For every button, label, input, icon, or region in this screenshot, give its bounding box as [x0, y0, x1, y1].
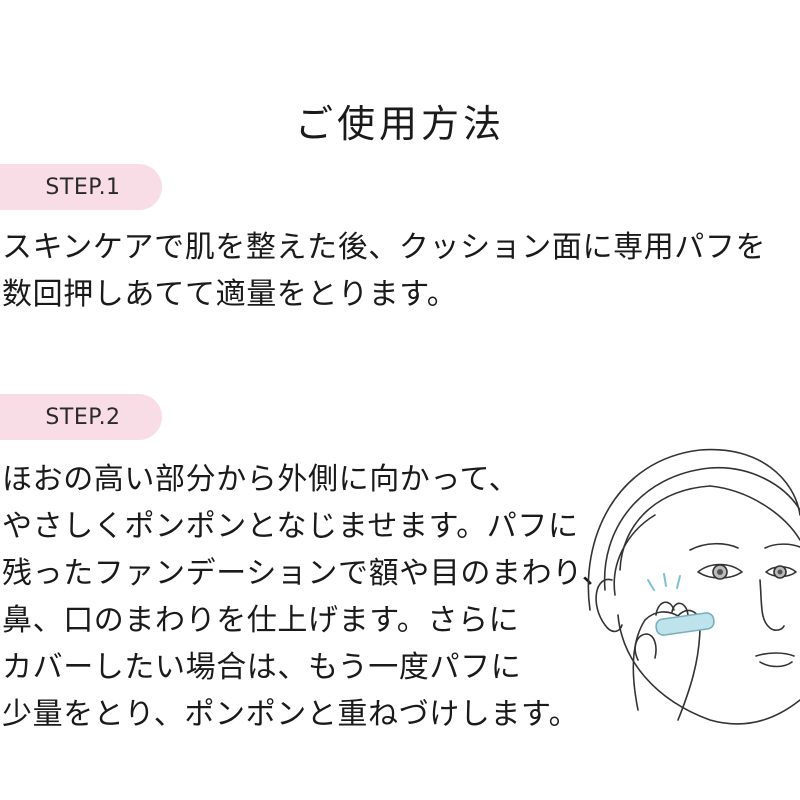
step-1-text: スキンケアで肌を整えた後、クッション面に専用パフを 数回押しあてて適量をとります…	[2, 224, 766, 318]
step-2-line: 残ったファンデーションで額や目のまわり、	[2, 556, 613, 591]
right-eyebrow	[764, 543, 800, 549]
jaw-line	[617, 614, 800, 725]
hair-strand	[603, 466, 800, 591]
left-eyebrow	[689, 542, 739, 551]
mouth	[755, 652, 795, 657]
lower-lip	[759, 661, 793, 668]
face-contour	[709, 485, 800, 541]
hair-strand	[619, 485, 711, 571]
right-eye	[765, 565, 797, 578]
finger	[671, 602, 689, 616]
step-2-line: カバーしたい場合は、もう一度パフに	[2, 650, 522, 685]
tap-motion-lines	[647, 573, 681, 591]
step-2-text: ほおの高い部分から外側に向かって、 やさしくポンポンとなじませます。パフに 残っ…	[2, 456, 612, 738]
step-2-line: ほおの高い部分から外側に向かって、	[2, 462, 520, 497]
face-applying-puff-illustration	[587, 448, 800, 725]
left-eye	[697, 563, 743, 579]
puff	[655, 612, 715, 636]
hair-strand	[613, 514, 656, 596]
step-2-line: 鼻、口のまわりを仕上げます。さらに	[2, 603, 520, 638]
hair-outline	[587, 448, 800, 611]
step-1-badge: STEP.1	[0, 164, 162, 210]
step-2-badge: STEP.2	[0, 394, 162, 440]
page-title: ご使用方法	[294, 102, 505, 147]
step-1-line: 数回押しあてて適量をとります。	[2, 277, 458, 312]
step-1-line: スキンケアで肌を整えた後、クッション面に専用パフを	[2, 230, 767, 265]
left-pupil	[717, 569, 723, 575]
nose	[759, 579, 785, 631]
right-pupil	[777, 569, 783, 575]
step-2-line: 少量をとり、ポンポンと重ねづけします。	[2, 697, 580, 732]
step-2-line: やさしくポンポンとなじませます。パフに	[2, 509, 579, 544]
thumb	[634, 633, 657, 661]
ear	[595, 578, 623, 633]
